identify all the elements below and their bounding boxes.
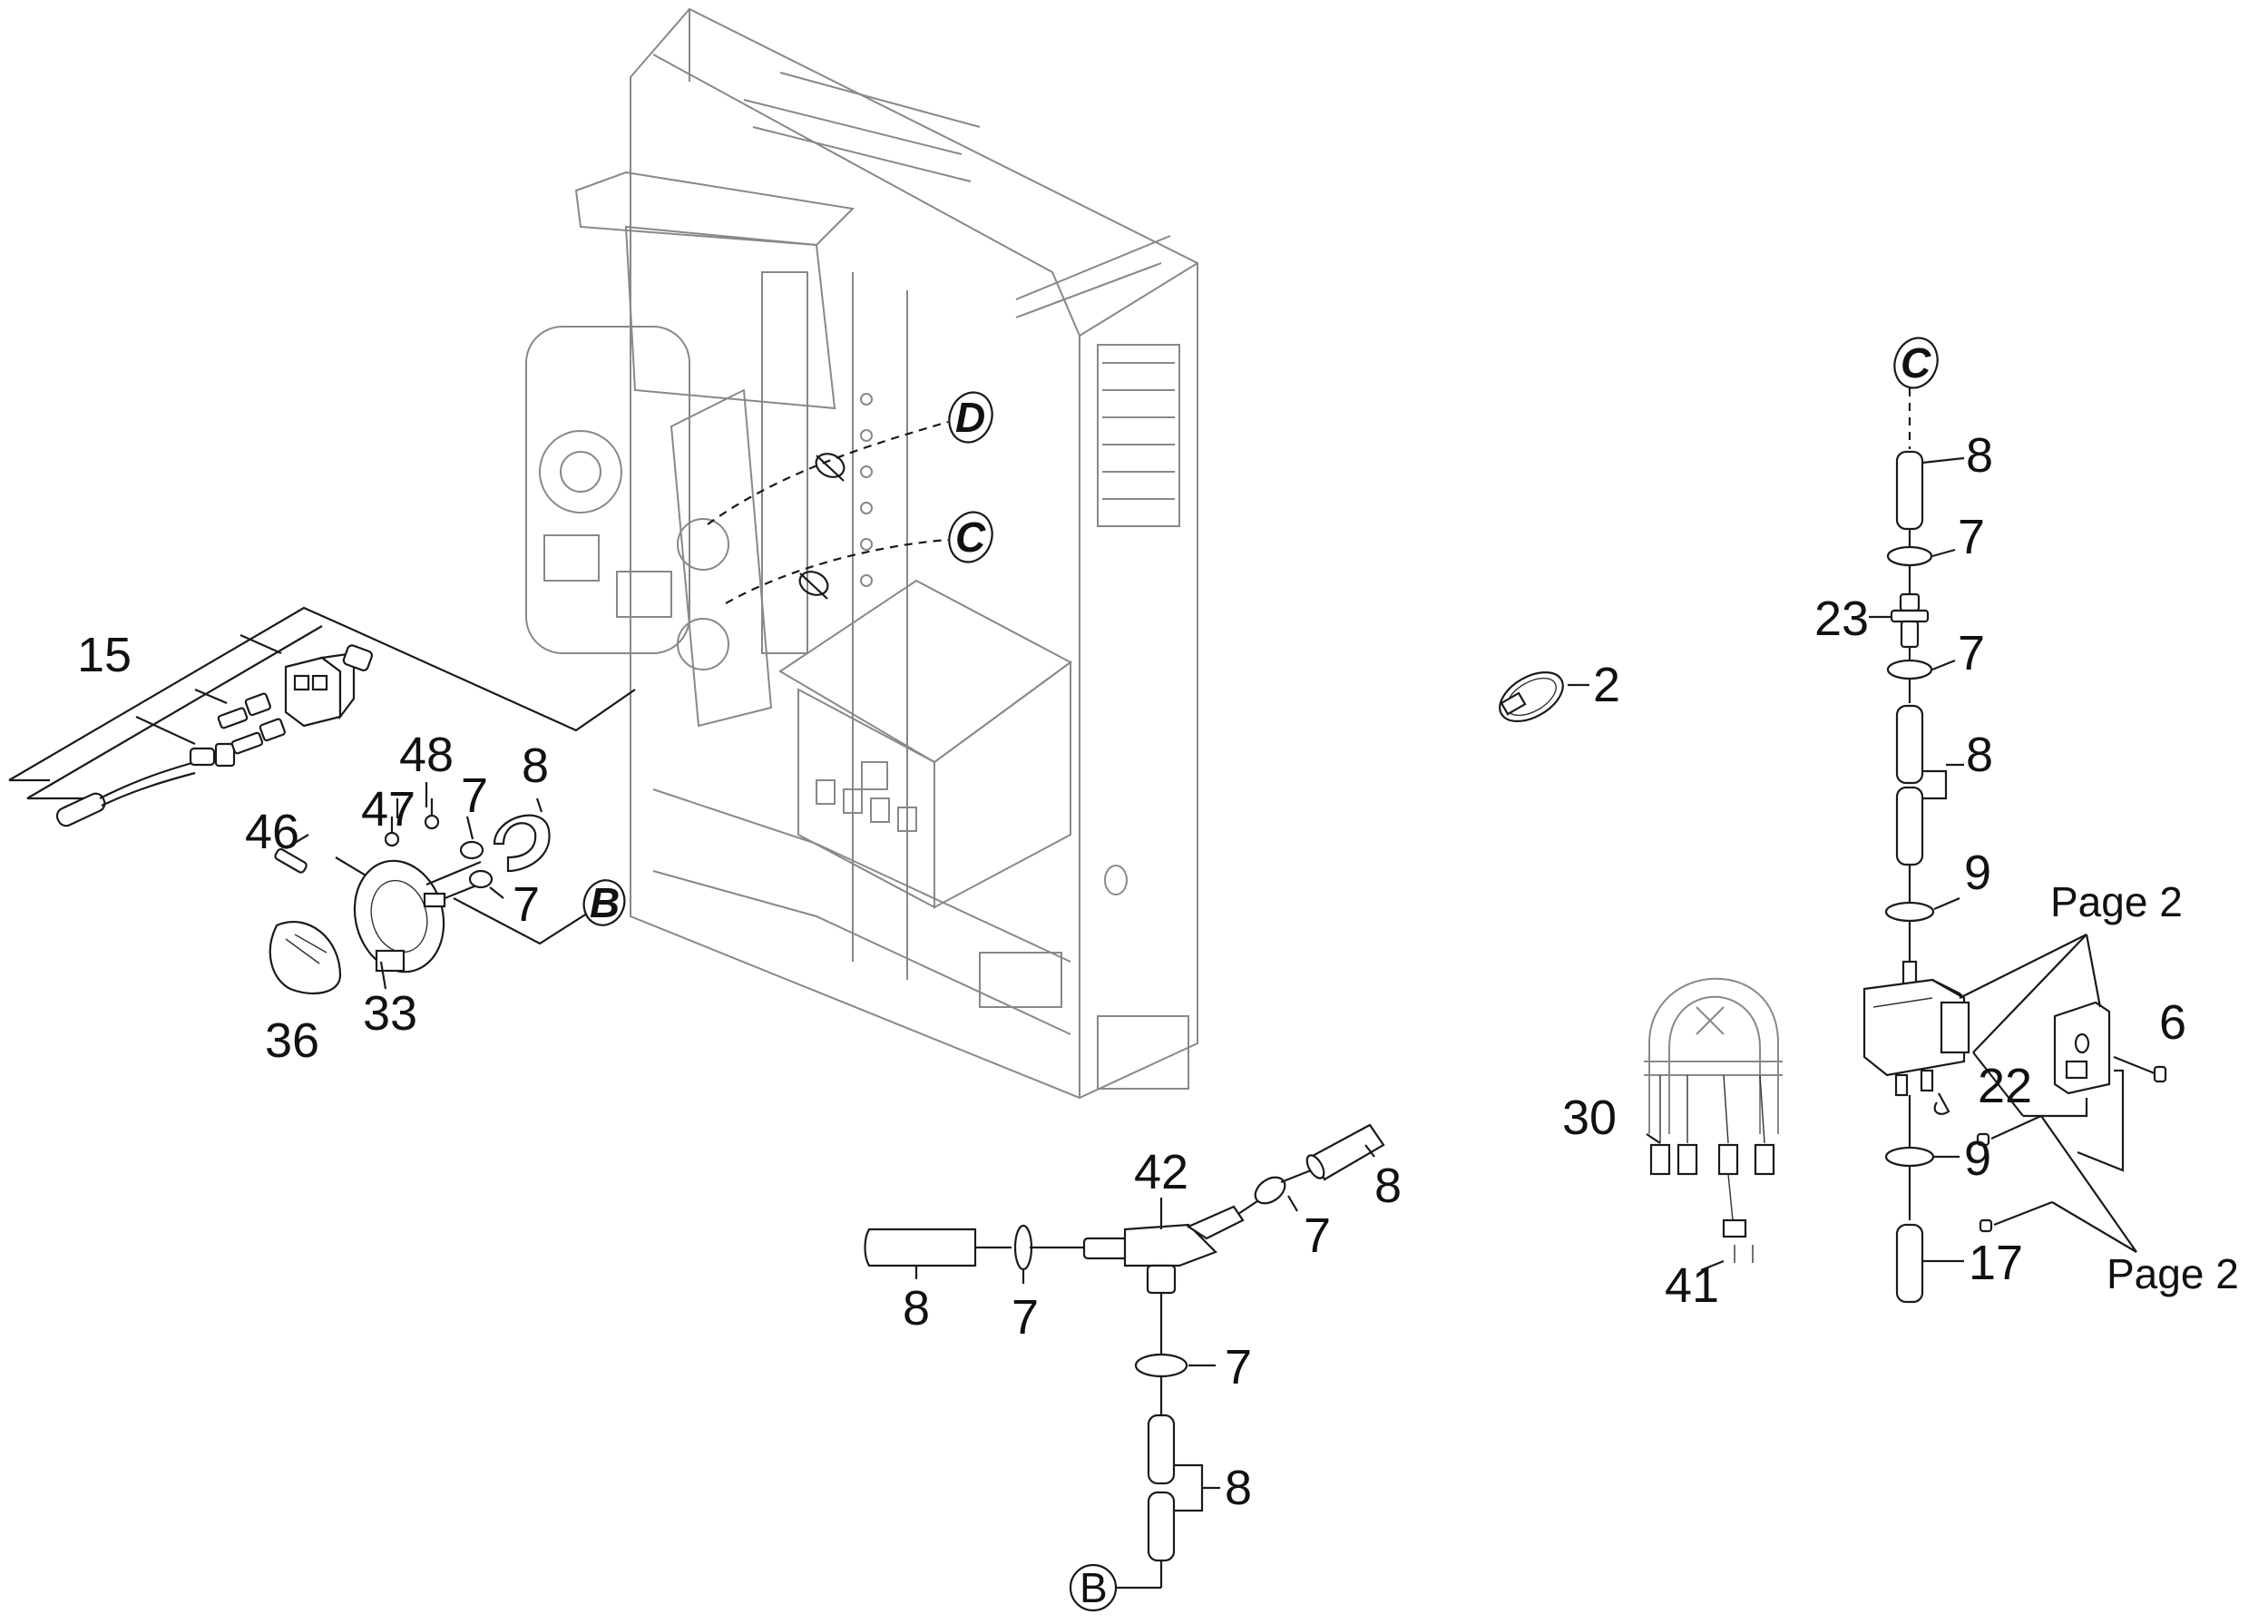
label-46: 46	[245, 805, 299, 859]
pump-assembly-vertical: C	[1814, 337, 2239, 1304]
label-33: 33	[363, 986, 417, 1041]
label-8-tee-lower: 8	[1225, 1461, 1252, 1515]
connector-b-label-left: B	[590, 879, 620, 926]
label-30: 30	[1562, 1091, 1617, 1145]
label-7-tee-right: 7	[1304, 1208, 1331, 1263]
connector-d-label: D	[955, 394, 985, 441]
sensor-kit-15: 15	[8, 606, 636, 827]
tee-piece-assembly-42: B 42 8 7 8 7 7 8	[864, 1123, 1402, 1612]
connector-d-marker: D	[948, 391, 993, 444]
label-23: 23	[1814, 592, 1869, 646]
label-2: 2	[1593, 658, 1620, 712]
label-36: 36	[265, 1013, 319, 1068]
label-7-right-2: 7	[1958, 626, 1985, 680]
appliance-housing	[525, 7, 1198, 1100]
label-7-tee-lower: 7	[1225, 1340, 1252, 1394]
label-7-lower-left: 7	[513, 877, 540, 932]
housing-hose-clamps	[707, 420, 949, 604]
wiring-harness-30: 30 41	[1562, 977, 1783, 1313]
label-8-tee-left: 8	[903, 1281, 930, 1335]
page-ref-lower: Page 2	[2107, 1250, 2239, 1297]
label-7-tee-left: 7	[1012, 1290, 1039, 1345]
label-47: 47	[361, 782, 415, 836]
label-22: 22	[1978, 1059, 2032, 1113]
label-15: 15	[77, 628, 132, 682]
page-ref-upper: Page 2	[2050, 878, 2183, 925]
label-17: 17	[1969, 1236, 2023, 1290]
label-42: 42	[1134, 1145, 1188, 1199]
connector-b-label-bottom: B	[1080, 1564, 1108, 1611]
label-48: 48	[399, 728, 454, 782]
label-9-upper: 9	[1964, 846, 1991, 900]
label-8-tee-right: 8	[1374, 1159, 1402, 1213]
pressure-switch-group: B 46 47 48 7 8 7 33 36	[245, 728, 626, 1068]
hose-clamp-2: 2	[1499, 658, 1620, 723]
label-6: 6	[2159, 995, 2186, 1050]
label-8-right-top: 8	[1966, 428, 1993, 483]
label-41: 41	[1665, 1258, 1719, 1313]
label-8-left: 8	[522, 739, 549, 793]
label-7-upper-left: 7	[461, 768, 488, 823]
connector-c-housing-label: C	[955, 514, 986, 561]
connector-c-marker-housing: C	[948, 511, 993, 563]
label-7-right-1: 7	[1958, 510, 1985, 564]
connector-c-label-right: C	[1901, 339, 1931, 386]
label-9-lower: 9	[1964, 1131, 1991, 1186]
label-8-right-mid: 8	[1966, 728, 1993, 782]
